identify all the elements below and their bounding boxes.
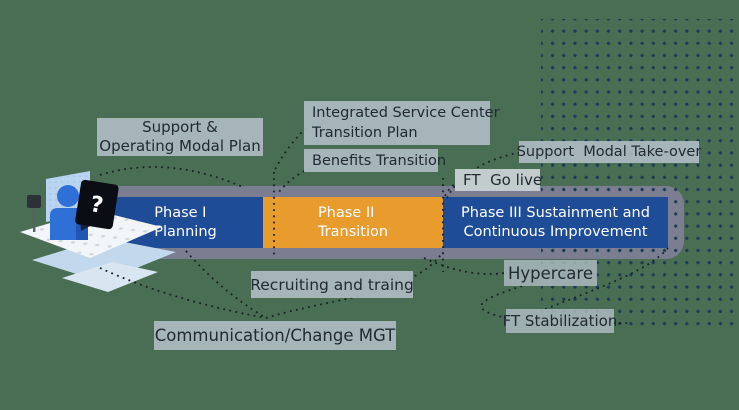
connector-laptop-communication [99,267,267,319]
connector-integrated [273,127,307,173]
label-line: Communication/Change MGT [154,326,396,345]
label-ft-stabilization[interactable]: FT Stabilization [503,309,617,333]
keyboard-shadow-sheet-2 [62,262,158,292]
label-line: FT Go live [463,171,543,189]
label-line: Benefits Transition [312,152,447,169]
label-line: Recruiting and traing [250,275,414,294]
label-communication-change-mgt[interactable]: Communication/Change MGT [154,321,396,350]
sign-icon [27,195,41,208]
connector-hypercare [423,257,505,275]
label-line: Support & [142,118,218,136]
person-head [57,185,79,207]
label-line: Operating Modal Plan [99,137,261,155]
label-line: FT Stabilization [502,312,618,330]
label-support-modal-take-over[interactable]: Support Modal Take-over [516,141,702,163]
label-line: Hypercare [508,263,593,283]
label-hypercare[interactable]: Hypercare [504,260,597,286]
label-line: Transition Plan [312,125,418,141]
label-line: Support Modal Take-over [516,144,702,160]
label-ft-go-live[interactable]: FT Go live [455,169,543,191]
label-benefits-transition[interactable]: Benefits Transition [304,149,446,172]
label-recruiting-and-training[interactable]: Recruiting and traing [250,271,414,298]
label-support-operating-modal-plan[interactable]: Support & Operating Modal Plan [97,118,263,156]
label-line: Integrated Service Center [312,105,500,121]
label-integrated-service-center[interactable]: Integrated Service Center Transition Pla… [304,101,500,145]
connector-support-operating [99,166,246,189]
sign-pole [33,206,36,232]
